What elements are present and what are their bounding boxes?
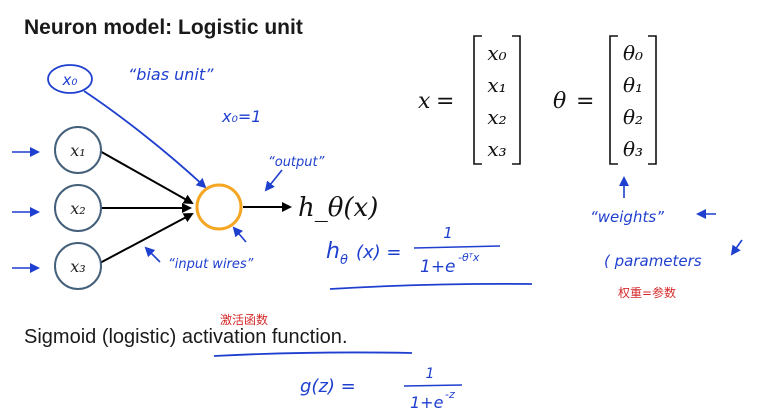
g-denominator: 1+e: [410, 393, 444, 412]
parameters-arrow: [730, 239, 743, 256]
x0-equals-annotation: x₀=1: [221, 107, 261, 126]
input-wires-annotation: “input wires”: [168, 257, 254, 272]
hypothesis-underline: [329, 282, 533, 290]
weights-annotation: “weights”: [590, 208, 664, 226]
g-fraction-bar: [403, 384, 463, 387]
vector-theta-lhs: θ: [553, 89, 566, 114]
sigmoid-caption: Sigmoid (logistic) activation function.: [24, 326, 348, 349]
activation-chinese-note: 激活函数: [220, 313, 269, 327]
input-node-x1: [54, 126, 102, 174]
weights-chinese-note: 权重=参数: [618, 286, 677, 300]
vector-x-bracket-right: [512, 35, 521, 165]
output-hypothesis: h_θ(x): [298, 193, 378, 223]
input-node-x1-label: x₁: [70, 141, 85, 160]
input-node-x2: [54, 184, 102, 232]
vector-x-entry-3: x₃: [487, 137, 506, 161]
g-exponent: -z: [445, 388, 455, 401]
hypothesis-formula: h θ (x) = 1 1+e -θᵀx: [326, 224, 501, 277]
vector-theta-bracket-left: [609, 35, 618, 165]
hypothesis-numerator: 1: [443, 224, 453, 242]
sigmoid-caption-before: Sigmoid (logistic): [24, 326, 182, 348]
output-annotation: “output”: [268, 155, 325, 170]
vector-x-equals: =: [436, 89, 454, 114]
hypothesis-exponent: -θᵀx: [458, 251, 480, 264]
vector-x-entry-1: x₁: [487, 73, 506, 97]
output-unit: [195, 183, 243, 231]
g-numerator: 1: [426, 366, 435, 382]
sigmoid-caption-after: .: [341, 326, 348, 348]
g-lhs: g(z) =: [300, 376, 356, 397]
sigmoid-caption-activation: activation function: [181, 326, 342, 348]
slide-title: Neuron model: Logistic unit: [24, 16, 303, 39]
bias-node-x0: [47, 64, 93, 94]
vector-x-bracket-left: [473, 35, 482, 165]
bias-node-x0-label: x₀: [62, 71, 78, 89]
parameters-annotation: ( parameters: [604, 252, 702, 270]
vector-x-entry-2: x₂: [487, 105, 506, 129]
vector-theta-equals: =: [576, 89, 594, 114]
activation-underline: [213, 351, 413, 357]
output-annotation-arrow: [264, 169, 283, 192]
hypothesis-denominator: 1+e: [420, 257, 456, 277]
bias-unit-annotation: “bias unit”: [128, 65, 214, 84]
bias-wire: [83, 90, 207, 189]
wire-x1: [97, 149, 194, 204]
vector-theta-entry-1: θ₁: [623, 73, 643, 97]
sigmoid-formula: g(z) = 1 1+e -z: [300, 366, 463, 412]
vector-x-entry-0: x₀: [487, 41, 506, 65]
input-arrows: [12, 147, 40, 273]
input-node-x3-label: x₃: [70, 257, 85, 276]
wire-x3: [97, 213, 194, 265]
vector-x-lhs: x: [418, 89, 431, 114]
hypothesis-lhs: h: [326, 239, 340, 264]
vector-theta-entry-2: θ₂: [623, 105, 643, 129]
input-node-x3: [54, 242, 102, 290]
vector-theta-entry-3: θ₃: [623, 137, 643, 161]
input-node-x2-label: x₂: [70, 199, 85, 218]
hypothesis-arg: (x) =: [356, 242, 402, 263]
hypothesis-sub: θ: [340, 253, 348, 268]
vector-theta-bracket-right: [648, 35, 657, 165]
input-wires-arrow: [144, 246, 161, 263]
hypothesis-fraction-bar: [413, 245, 501, 249]
output-unit-arrow: [232, 226, 247, 243]
vector-theta-entry-0: θ₀: [623, 41, 643, 65]
